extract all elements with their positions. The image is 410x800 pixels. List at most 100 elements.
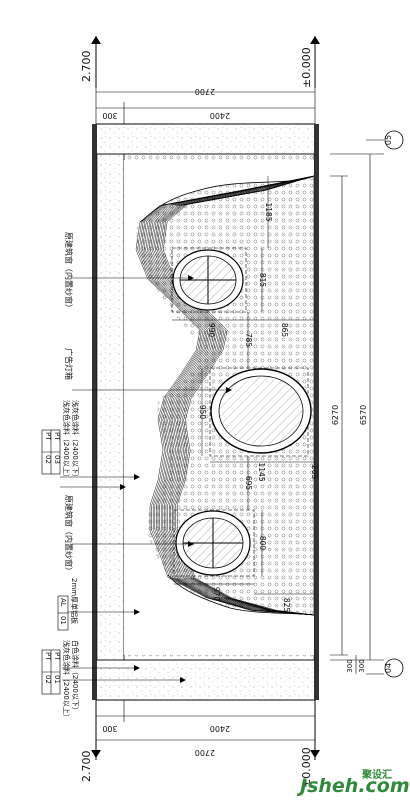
label-pt02-desc: 浅灰色涂料（2400以上） — [62, 400, 71, 481]
dim-top-offset: 1185 — [264, 202, 273, 221]
dim-gap-mid-right: 205 — [310, 465, 319, 480]
right-wall-thickness — [314, 124, 319, 700]
legend-pt02-num: 02 — [44, 675, 52, 684]
leader-lines — [60, 277, 226, 681]
elevation-bottom-right: ±0.000 — [300, 747, 313, 788]
label-light-box: 广告灯箱 — [64, 348, 74, 380]
arrow-icon — [134, 665, 140, 671]
label-pt03-desc: 浅灰色涂料（2400以下） — [71, 400, 80, 481]
left-wall-thickness — [92, 124, 97, 700]
elevation-top-left: 2.700 — [80, 51, 93, 83]
elevation-triangle-icon — [91, 36, 101, 44]
wave-contour-line — [153, 175, 315, 616]
dim-window-mid-h: 950 — [198, 405, 207, 420]
window-top — [171, 247, 247, 313]
legend-pt01-desc: 白色涂料（2400以下） — [71, 640, 80, 714]
elevation-triangle-icon — [91, 750, 101, 758]
tag-al01-code: AL — [59, 598, 67, 607]
wave-contour-line — [140, 175, 315, 616]
wave-contour-line — [151, 175, 315, 616]
top-dimensions — [95, 86, 316, 124]
dim-upper-bottom: 2400 — [210, 724, 230, 733]
wave-contour-line — [143, 175, 315, 616]
wave-contour-lines — [135, 175, 315, 616]
wave-contour-line — [138, 175, 315, 616]
leader-arrows — [120, 275, 232, 683]
arrow-icon — [134, 474, 140, 480]
tag-legend-pt: PT 02 PT 01 — [41, 649, 61, 695]
dim-lower-top: 300 — [102, 111, 117, 120]
dim-window-top-h: 815 — [258, 273, 267, 288]
dim-gap-upper: 785 — [244, 333, 253, 348]
legend-pt02-code: PT — [44, 652, 52, 661]
bottom-dimensions — [95, 700, 316, 746]
tag-pt02-pt03: PT 02 PT 03 — [41, 429, 61, 475]
arrow-icon — [134, 609, 140, 615]
dim-lower-bottom: 300 — [102, 724, 117, 733]
elevation-bottom-left: 2.700 — [80, 751, 93, 783]
tag-pt03-num: 03 — [53, 455, 61, 464]
elevation-triangle-icon — [310, 36, 320, 44]
tag-pt03-code: PT — [53, 432, 61, 441]
arrow-icon — [226, 387, 232, 393]
dim-window-bot-w: 970 — [212, 587, 221, 602]
arrow-icon — [120, 484, 126, 490]
label-window-top: 原建筑窗（内置纱窗） — [64, 232, 74, 312]
axis-label-bottom: 04 — [384, 663, 393, 673]
wave-contour-line — [158, 175, 315, 616]
top-end-strip — [95, 123, 316, 155]
dim-window-mid-w: 1145 — [257, 462, 266, 481]
dim-total-bottom: 2700 — [195, 748, 215, 757]
wave-contour-line — [156, 175, 315, 616]
axis-bubble-icon — [384, 130, 404, 150]
wave-contour-line — [150, 175, 315, 616]
tag-pt02-num: 02 — [44, 455, 52, 464]
arrow-icon — [188, 275, 194, 281]
dim-upper-top: 2400 — [210, 111, 230, 120]
dim-end-offset: 300 — [346, 659, 354, 672]
axis-marker-top: 05 — [384, 130, 404, 150]
arrow-icon — [180, 677, 186, 683]
label-al01-desc: 2mm厚单铝板 — [70, 578, 79, 624]
wave-contour-line — [154, 175, 315, 616]
interior-dimension-lines — [172, 176, 314, 595]
elevation-markers: 2.700 ±0.000 2.700 ±0.000 — [80, 36, 320, 788]
lower-band — [96, 153, 125, 661]
axis-bubble-icon — [384, 658, 404, 678]
wave-contour-line — [145, 175, 315, 616]
wave-contour-line — [137, 175, 315, 616]
right-dimensions — [330, 139, 384, 675]
watermark-cn: 聚设汇 — [361, 768, 392, 781]
dim-window-bot-h: 800 — [258, 536, 267, 551]
wave-feature — [124, 160, 315, 655]
watermark-main: Jsheh.com — [296, 775, 410, 797]
tag-al01: AL 01 — [57, 595, 69, 631]
elevation-triangle-icon — [310, 750, 320, 758]
wave-contour-line — [161, 175, 315, 616]
dim-length-total: 6570 — [359, 405, 368, 425]
wave-contour-line — [142, 175, 315, 616]
legend-pt02-desc: 浅灰色涂料（2400以上） — [62, 640, 71, 721]
axis-label-top: 05 — [384, 135, 393, 145]
wave-contour-line — [148, 175, 315, 616]
dim-gap-bottom: 825 — [282, 598, 291, 613]
dim-gap-top: 865 — [280, 323, 289, 338]
dim-total-top: 2700 — [195, 87, 215, 96]
elevation-top-right: ±0.000 — [300, 47, 313, 88]
dim-window-top-w: 990 — [207, 323, 216, 338]
window-middle — [209, 367, 312, 457]
dim-length-inner: 6270 — [331, 405, 340, 425]
legend-pt01-num: 01 — [53, 675, 61, 684]
label-window-bottom: 原建筑窗（内置纱窗） — [64, 495, 74, 575]
dim-gap-mid-low: 695 — [244, 476, 253, 491]
wave-contour-line — [146, 175, 315, 616]
wave-contour-line — [159, 175, 315, 616]
window-bottom — [173, 509, 255, 577]
axis-marker-bottom: 04 — [384, 658, 404, 678]
legend-pt01-code: PT — [53, 652, 61, 661]
dim-end-offset-2: 300 — [358, 659, 366, 672]
tag-al01-num: 01 — [59, 616, 67, 625]
tag-pt02-code: PT — [44, 432, 52, 441]
arrow-icon — [188, 541, 194, 547]
